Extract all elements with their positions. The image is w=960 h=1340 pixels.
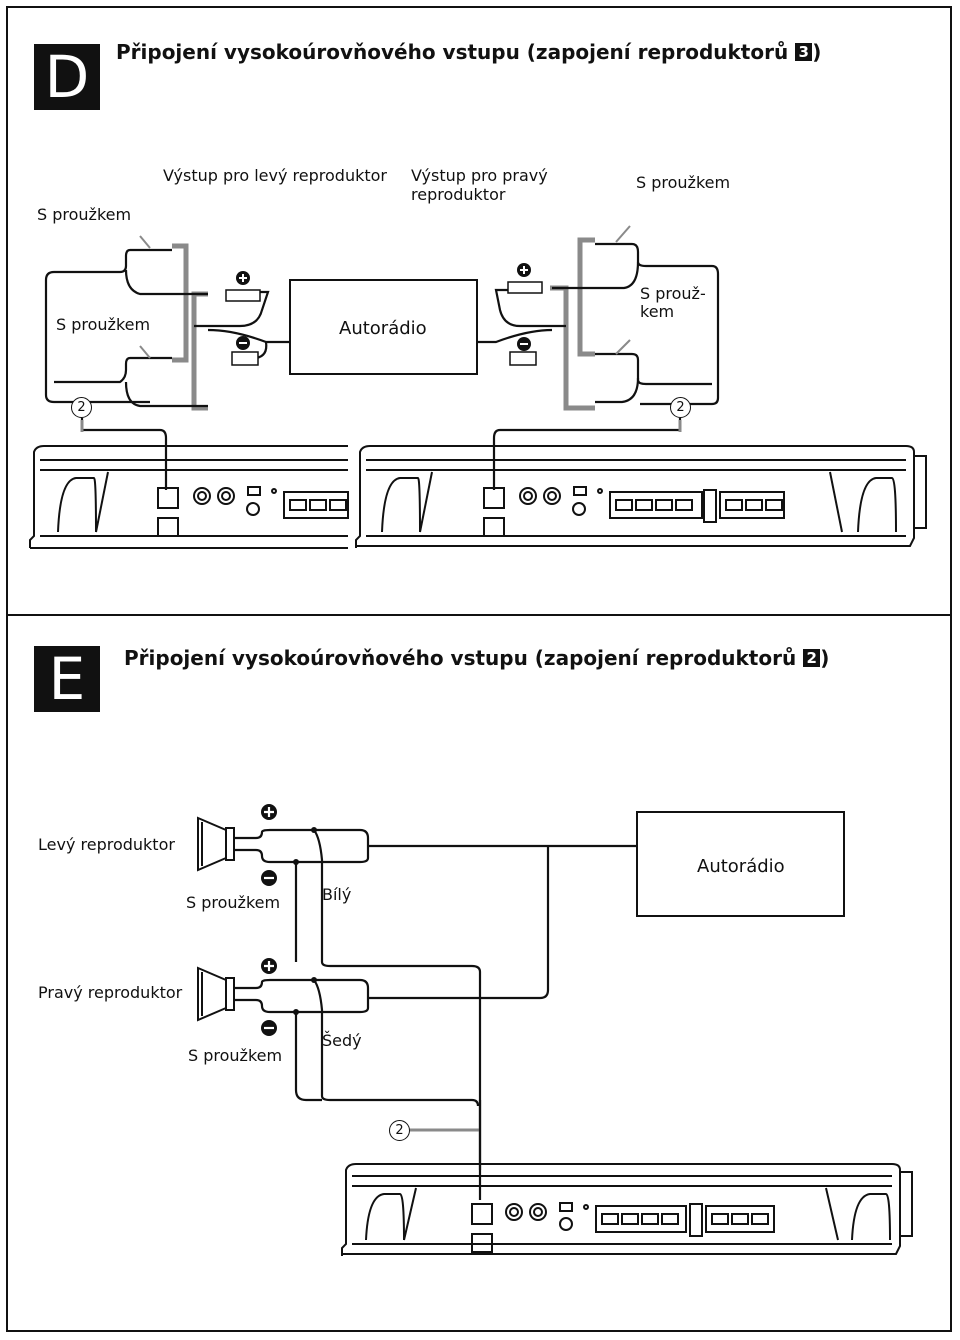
amplifier-e (341, 1163, 913, 1256)
callout-2-e: 2 (389, 1120, 410, 1141)
section-d-title-number: 3 (795, 43, 813, 61)
plus-minus-left (236, 271, 250, 350)
head-unit-box-d (289, 279, 478, 375)
amplifier-d-right (355, 445, 927, 548)
right-speaker-wires (234, 846, 550, 1107)
page-frame (6, 6, 952, 1332)
right-plug-connectors (507, 281, 543, 366)
label-striped-mid-left: S proužkem (56, 315, 151, 334)
label-white: Bílý (322, 885, 352, 904)
label-striped-mid-right-2: kem (640, 302, 675, 321)
head-unit-box-e (636, 811, 845, 917)
label-left-speaker-output: Výstup pro levý reproduktor (163, 166, 387, 185)
section-d-title-text: Připojení vysokoúrovňového vstupu (zapoj… (116, 40, 789, 64)
label-grey: Šedý (322, 1031, 362, 1050)
label-striped-top-left: S proužkem (37, 205, 132, 224)
label-striped-top-right: S proužkem (636, 173, 731, 192)
label-striped-mid-right-1: S prouž- (640, 284, 706, 303)
head-unit-label-d: Autorádio (339, 318, 427, 339)
label-right-speaker: Pravý reproduktor (38, 983, 183, 1002)
amplifier-d-left (29, 445, 349, 549)
section-e-title-text: Připojení vysokoúrovňového vstupu (zapoj… (124, 646, 797, 670)
label-left-speaker: Levý reproduktor (38, 835, 175, 854)
plus-minus-e (261, 804, 277, 1036)
callout-2-right-d: 2 (670, 397, 691, 418)
callout-leaders-d (80, 420, 682, 432)
head-unit-label-e: Autorádio (697, 856, 785, 877)
callout-2-left-d: 2 (71, 397, 92, 418)
right-speaker-icon (197, 966, 235, 1022)
left-speaker-icon (197, 816, 235, 872)
section-e-badge: E (34, 646, 100, 712)
left-speaker-wires (234, 828, 636, 1170)
wire-junction-dots (293, 827, 317, 1015)
stripe-marks-right (615, 225, 631, 355)
section-e-title-end: ) (820, 646, 830, 670)
right-grey-connector (550, 237, 595, 411)
plus-minus-right (517, 263, 531, 351)
section-divider (6, 614, 952, 616)
label-striped-e-right: S proužkem (188, 1046, 283, 1065)
section-d-title-end: ) (812, 40, 822, 64)
left-plug-connectors (225, 289, 261, 366)
label-striped-e-left: S proužkem (186, 893, 281, 912)
section-e-title-number: 2 (803, 649, 821, 667)
section-d-badge: D (34, 44, 100, 110)
label-right-speaker-output-2: reproduktor (411, 185, 506, 204)
section-d-title: Připojení vysokoúrovňového vstupu (zapoj… (116, 40, 821, 64)
label-right-speaker-output-1: Výstup pro pravý (411, 166, 548, 185)
amp-input-wires-d (80, 418, 682, 490)
section-e-title: Připojení vysokoúrovňového vstupu (zapoj… (124, 646, 829, 670)
right-wires (477, 242, 720, 406)
stripe-marks-left (139, 235, 151, 359)
left-wires (44, 248, 290, 408)
